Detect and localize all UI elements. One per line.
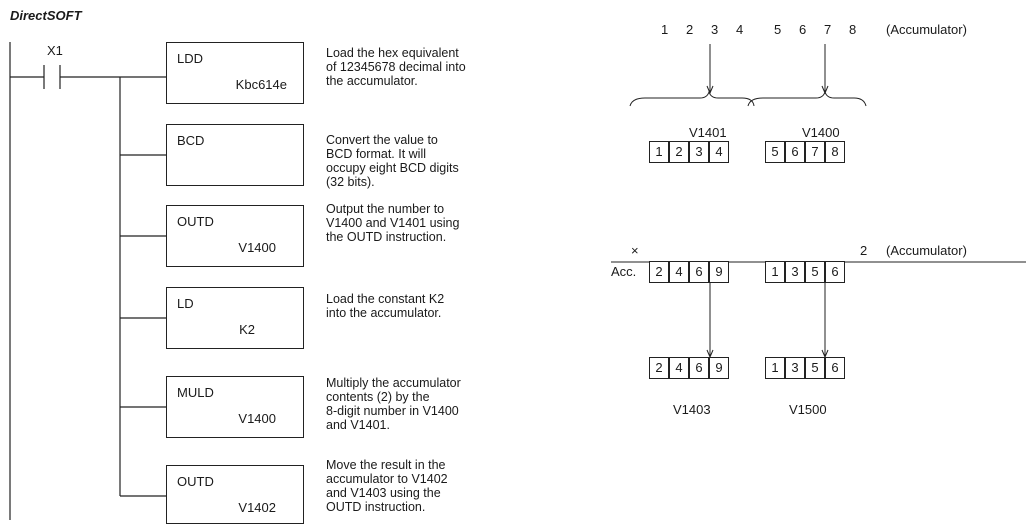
times-symbol: × — [631, 243, 639, 258]
acc-digit: 8 — [849, 22, 857, 37]
instruction-arg: V1402 — [238, 500, 276, 515]
register-label: V1401 — [689, 125, 727, 140]
factor-value: 2 — [860, 243, 868, 258]
acc-cell: 3 — [785, 261, 805, 283]
instruction-box-outd-1: OUTD V1400 — [166, 205, 304, 267]
acc-cell: 9 — [709, 261, 729, 283]
acc-digit: 1 — [661, 22, 669, 37]
register-label: V1403 — [673, 402, 711, 417]
register-cell: 8 — [825, 141, 845, 163]
acc-digit: 3 — [711, 22, 719, 37]
instruction-box-muld: MULD V1400 — [166, 376, 304, 438]
register-cell: 5 — [765, 141, 785, 163]
acc-digit: 2 — [686, 22, 694, 37]
instruction-desc: Move the result in the accumulator to V1… — [326, 458, 448, 514]
acc-digit: 7 — [824, 22, 832, 37]
acc-digit: 4 — [736, 22, 744, 37]
result-cell: 5 — [805, 357, 825, 379]
result-cell: 9 — [709, 357, 729, 379]
register-label: V1400 — [802, 125, 840, 140]
acc-cell: 1 — [765, 261, 785, 283]
result-cell: 6 — [689, 357, 709, 379]
instruction-op: OUTD — [177, 474, 214, 489]
instruction-box-ldd: LDD Kbc614e — [166, 42, 304, 104]
instruction-desc: Load the constant K2 into the accumulato… — [326, 292, 445, 320]
register-cell: 1 — [649, 141, 669, 163]
result-cell: 2 — [649, 357, 669, 379]
register-cell: 2 — [669, 141, 689, 163]
instruction-box-outd-2: OUTD V1402 — [166, 465, 304, 524]
instruction-arg: K2 — [239, 322, 255, 337]
register-cell: 7 — [805, 141, 825, 163]
acc-cell: 6 — [689, 261, 709, 283]
instruction-desc: Convert the value to BCD format. It will… — [326, 133, 459, 189]
instruction-op: OUTD — [177, 214, 214, 229]
acc-cell: 6 — [825, 261, 845, 283]
acc-digit: 5 — [774, 22, 782, 37]
diagram-title: DirectSOFT — [10, 8, 82, 23]
register-cell: 4 — [709, 141, 729, 163]
result-cell: 6 — [825, 357, 845, 379]
acc-cell: 2 — [649, 261, 669, 283]
contact-label: X1 — [47, 43, 63, 58]
acc-cell: 4 — [669, 261, 689, 283]
instruction-desc: Multiply the accumulator contents (2) by… — [326, 376, 461, 432]
instruction-desc: Output the number to V1400 and V1401 usi… — [326, 202, 460, 244]
result-cell: 4 — [669, 357, 689, 379]
result-cell: 3 — [785, 357, 805, 379]
register-label: V1500 — [789, 402, 827, 417]
instruction-desc: Load the hex equivalent of 12345678 deci… — [326, 46, 466, 88]
accumulator-label: (Accumulator) — [886, 22, 967, 37]
acc-cell: 5 — [805, 261, 825, 283]
instruction-arg: V1400 — [238, 240, 276, 255]
instruction-op: LD — [177, 296, 194, 311]
result-cell: 1 — [765, 357, 785, 379]
instruction-op: LDD — [177, 51, 204, 66]
instruction-box-ld: LD K2 — [166, 287, 304, 349]
register-cell: 6 — [785, 141, 805, 163]
accumulator-label: (Accumulator) — [886, 243, 967, 258]
instruction-arg: Kbc614e — [235, 77, 287, 92]
register-cell: 3 — [689, 141, 709, 163]
instruction-op: BCD — [177, 133, 205, 148]
acc-digit: 6 — [799, 22, 807, 37]
instruction-box-bcd: BCD — [166, 124, 304, 186]
acc-prefix: Acc. — [611, 264, 637, 279]
instruction-arg: V1400 — [238, 411, 276, 426]
instruction-op: MULD — [177, 385, 214, 400]
